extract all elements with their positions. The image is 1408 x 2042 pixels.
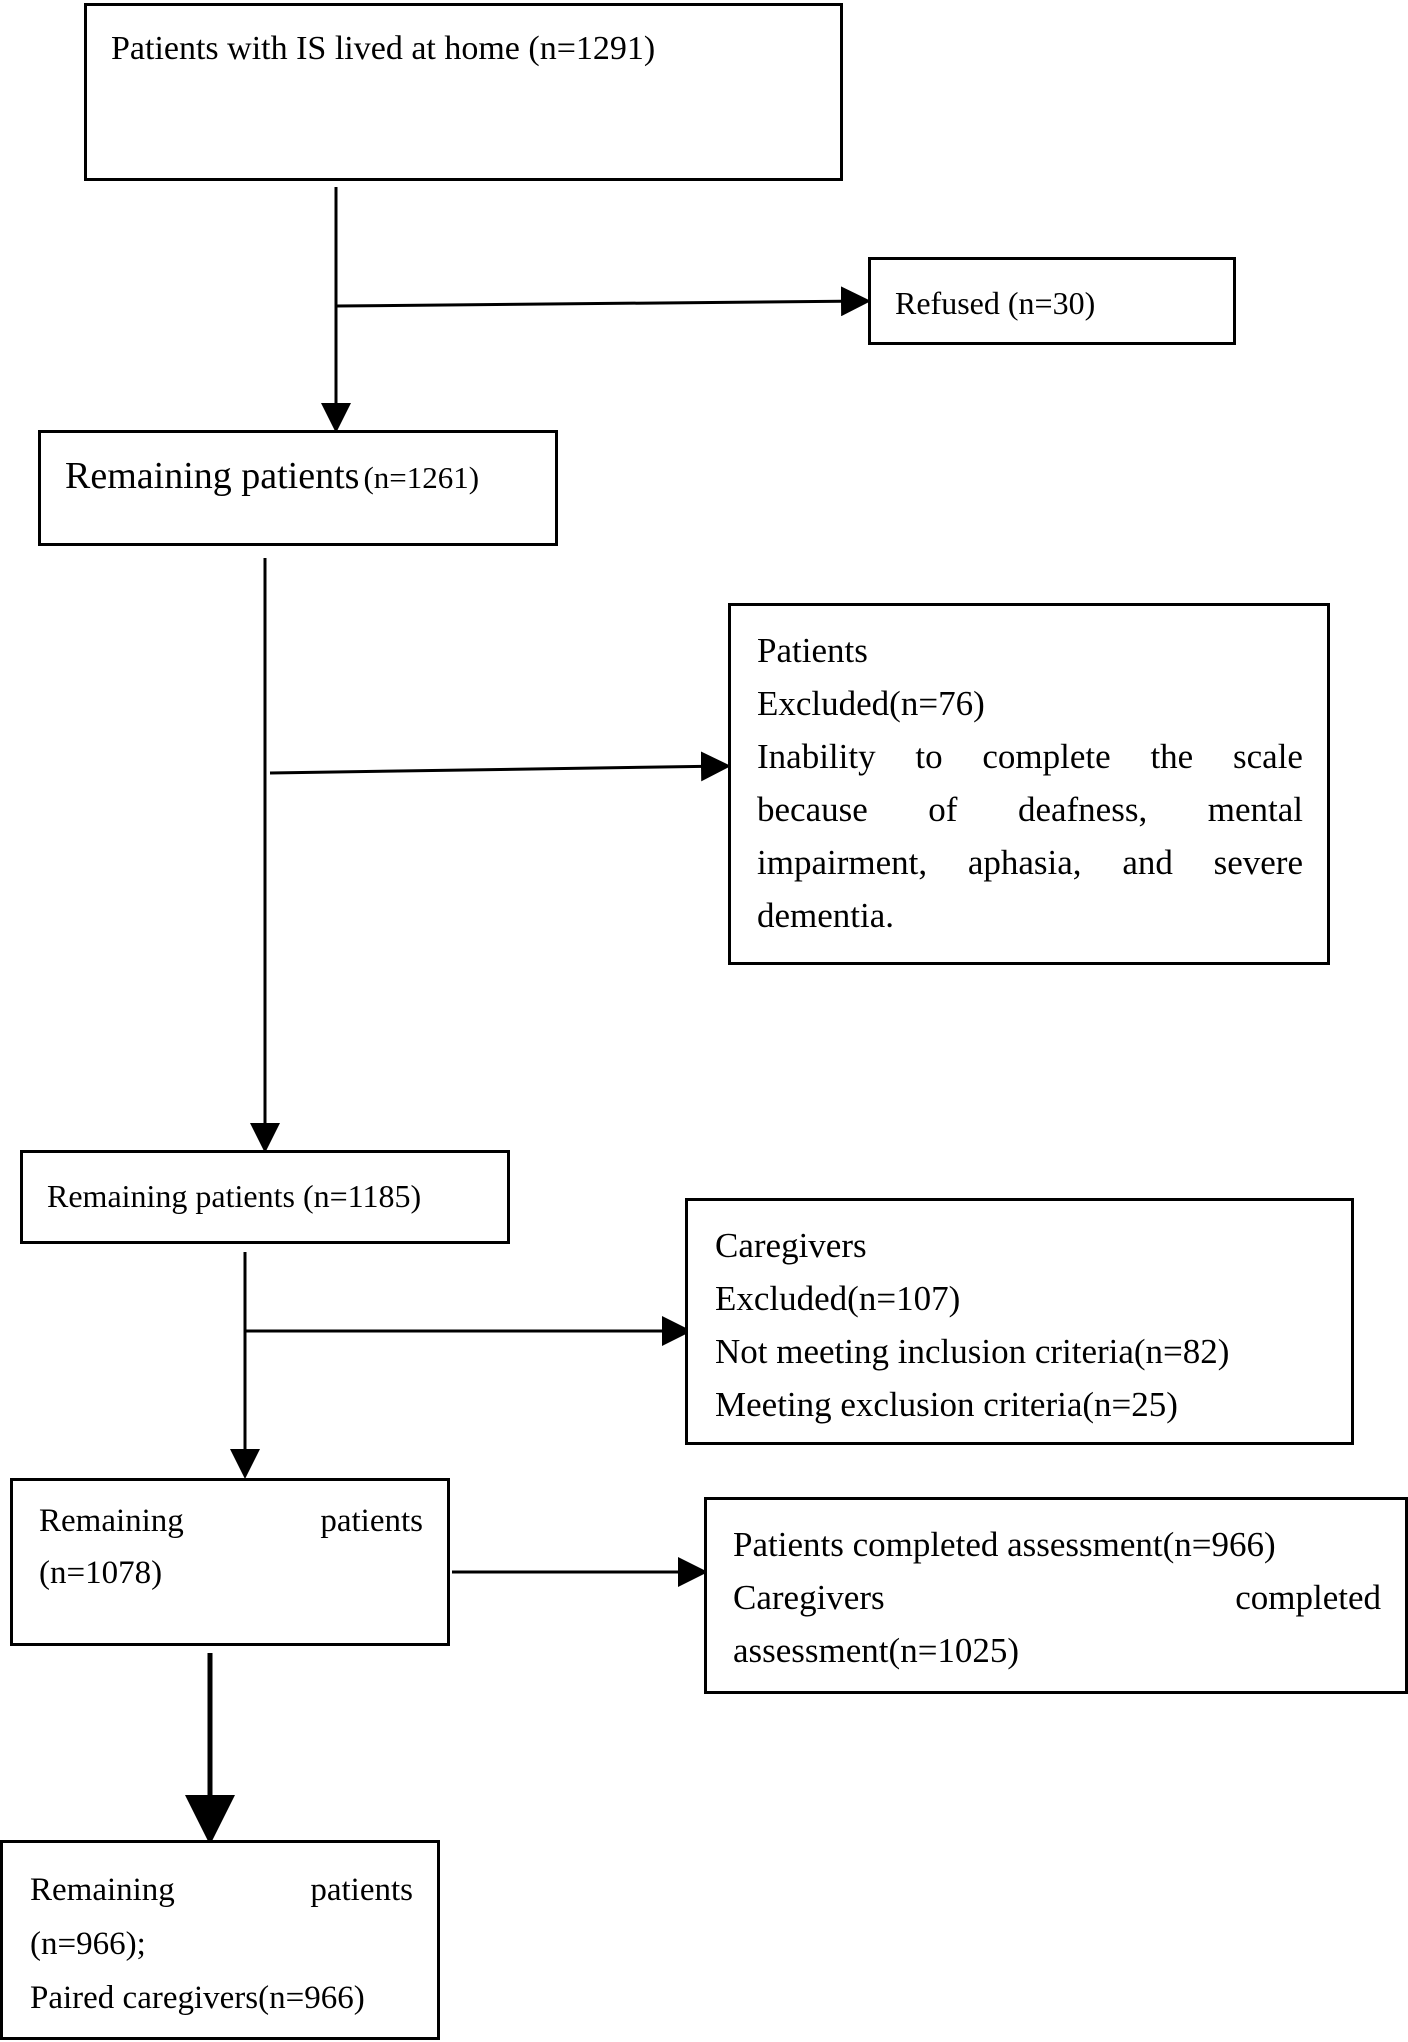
patients-excluded-line-2: because of deafness, mental bbox=[757, 790, 1303, 829]
remaining-1185-box: Remaining patients (n=1185) bbox=[20, 1150, 510, 1244]
remaining-1078-count: (n=1078) bbox=[39, 1555, 163, 1591]
patients-excluded-box: Patients Excluded(n=76) Inability to com… bbox=[728, 603, 1330, 965]
caregivers-excluded-count: Excluded(n=107) bbox=[715, 1279, 961, 1318]
caregivers-inclusion: Not meeting inclusion criteria(n=82) bbox=[715, 1332, 1230, 1371]
remaining-1261-label: Remaining patients bbox=[65, 455, 360, 497]
final-paired-caregivers: Paired caregivers(n=966) bbox=[30, 1980, 365, 2016]
remaining-1261-count: (n=1261) bbox=[363, 460, 480, 495]
refused-box-text: Refused (n=30) bbox=[895, 285, 1096, 321]
remaining-1261-box: Remaining patients (n=1261) bbox=[38, 430, 558, 546]
remaining-1185-text: Remaining patients (n=1185) bbox=[47, 1178, 422, 1214]
completed-caregivers-count: assessment(n=1025) bbox=[733, 1631, 1020, 1670]
caregivers-exclusion: Meeting exclusion criteria(n=25) bbox=[715, 1385, 1178, 1424]
final-box: Remaining patients (n=966); Paired careg… bbox=[0, 1840, 440, 2040]
patients-excluded-line-3: impairment, aphasia, and severe bbox=[757, 843, 1303, 882]
completed-box: Patients completed assessment(n=966) Car… bbox=[704, 1497, 1408, 1694]
patients-excluded-subtitle: Excluded(n=76) bbox=[757, 684, 985, 723]
start-box: Patients with IS lived at home (n=1291) bbox=[84, 3, 843, 181]
remaining-1078-box: Remaining patients (n=1078) bbox=[10, 1478, 450, 1646]
completed-patients: Patients completed assessment(n=966) bbox=[733, 1525, 1276, 1564]
caregivers-excluded-box: Caregivers Excluded(n=107) Not meeting i… bbox=[685, 1198, 1354, 1445]
refused-box: Refused (n=30) bbox=[868, 257, 1236, 345]
arrow-to-refused bbox=[335, 286, 871, 317]
arrow-to-patients-excluded bbox=[269, 751, 731, 782]
caregivers-title: Caregivers bbox=[715, 1226, 867, 1265]
patients-excluded-title: Patients bbox=[757, 631, 868, 670]
patients-excluded-last-line: dementia. bbox=[757, 896, 895, 935]
patients-excluded-line-1: Inability to complete the scale bbox=[757, 737, 1303, 776]
remaining-1078-line-1: Remaining patients bbox=[39, 1503, 423, 1539]
final-line-1: Remaining patients bbox=[30, 1872, 413, 1908]
final-count: (n=966); bbox=[30, 1926, 146, 1962]
completed-caregivers: Caregivers completed bbox=[733, 1578, 1381, 1617]
start-box-text: Patients with IS lived at home (n=1291) bbox=[111, 30, 656, 67]
